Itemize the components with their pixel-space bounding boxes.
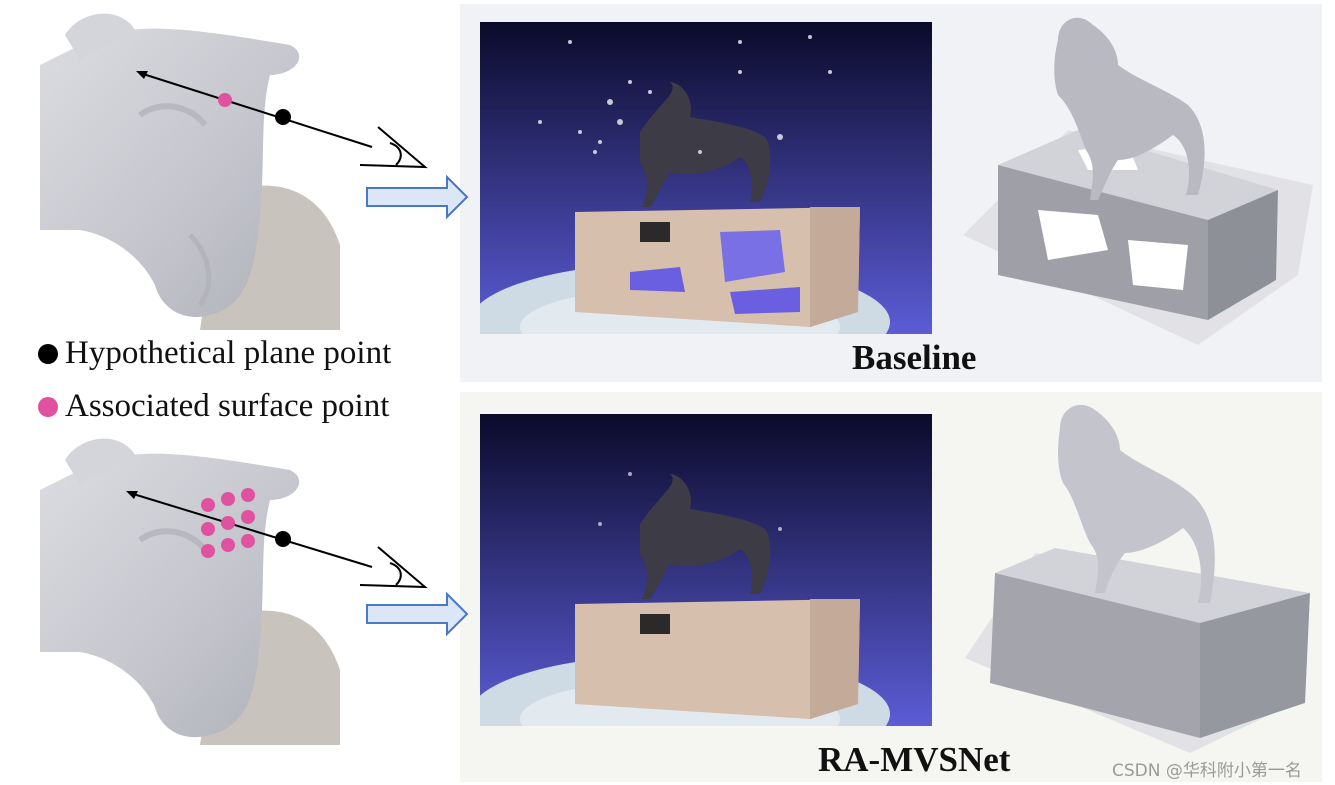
baseline-mesh: [963, 17, 1313, 345]
legend-plane-point-label: Hypothetical plane point: [65, 335, 392, 371]
caption-baseline: Baseline: [852, 338, 977, 377]
watermark: CSDN @华科附小第一名: [1112, 761, 1302, 781]
legend-surface-point-label: Associated surface point: [65, 388, 390, 424]
caption-ra-mvsnet: RA-MVSNet: [818, 740, 1011, 779]
horse-head-mesh-bottom: [40, 435, 340, 745]
legend-black-dot: [38, 343, 58, 364]
ra-mvsnet-point-cloud: [480, 414, 932, 726]
horse-head-mesh-top: [40, 5, 340, 330]
associated-surface-points-cluster: [201, 488, 255, 558]
right-arrow-icon: [366, 592, 469, 637]
hypothetical-plane-point: [275, 109, 291, 125]
legend-pink-dot: [38, 396, 58, 417]
eye-icon: [359, 546, 428, 589]
associated-surface-point: [218, 93, 232, 107]
ra-mvsnet-mesh: [965, 404, 1310, 753]
legend-plane-point: Hypothetical plane point: [38, 335, 391, 372]
ray-diagram-bottom: [126, 488, 428, 589]
hypothetical-plane-point: [275, 531, 291, 547]
right-arrow-icon: [366, 175, 469, 220]
legend-surface-point: Associated surface point: [38, 388, 389, 425]
eye-icon: [359, 126, 428, 169]
baseline-point-cloud: [480, 22, 932, 334]
ray-diagram-top: [136, 71, 428, 169]
